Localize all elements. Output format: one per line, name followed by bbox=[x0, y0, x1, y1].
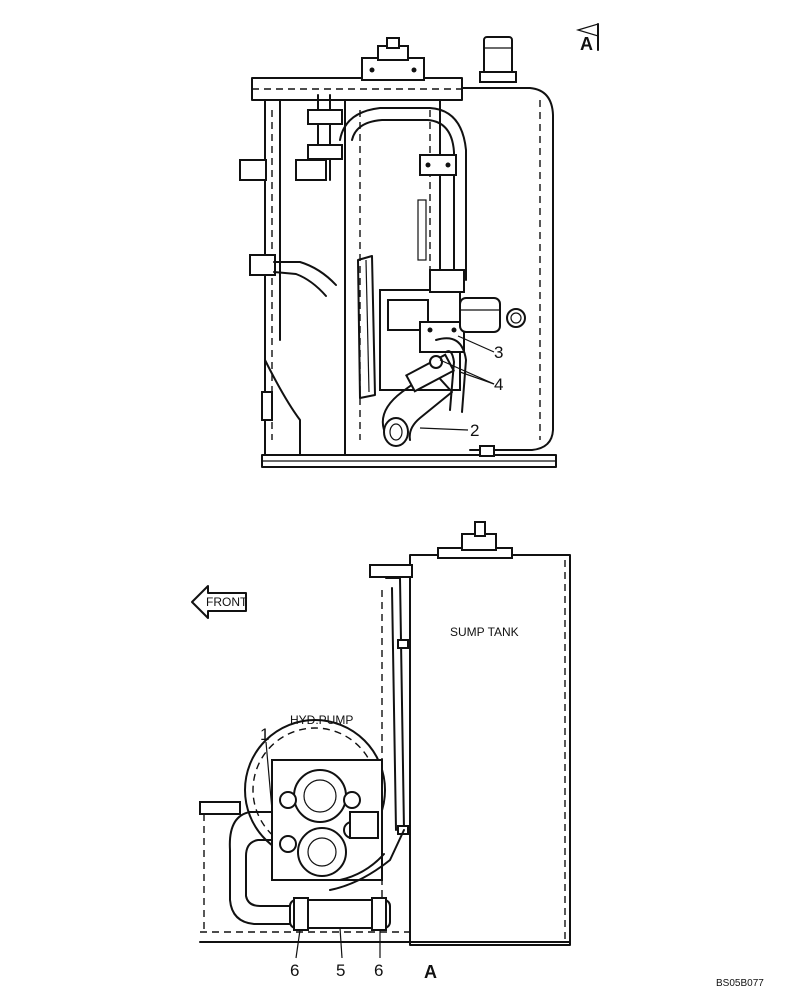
section-marker-bottom: A bbox=[424, 962, 437, 982]
front-label: FRONT bbox=[206, 595, 248, 609]
callout-1: 1 bbox=[260, 725, 269, 744]
top-view-pump-and-tank bbox=[239, 36, 557, 468]
callout-6-right: 6 bbox=[374, 961, 383, 980]
hyd-pump-label: HYD.PUMP bbox=[290, 713, 353, 727]
drawing-code: BS05B077 bbox=[716, 978, 764, 989]
section-arrow-icon bbox=[575, 23, 599, 51]
callout-2: 2 bbox=[470, 421, 479, 440]
callout-3: 3 bbox=[494, 343, 503, 362]
callout-6-left: 6 bbox=[290, 961, 299, 980]
sump-tank-label: SUMP TANK bbox=[450, 625, 519, 639]
callout-4: 4 bbox=[494, 375, 503, 394]
callout-5: 5 bbox=[336, 961, 345, 980]
side-view-pump-and-tank bbox=[199, 521, 571, 959]
front-direction-arrow bbox=[191, 585, 247, 619]
section-marker-top: A bbox=[580, 34, 593, 54]
